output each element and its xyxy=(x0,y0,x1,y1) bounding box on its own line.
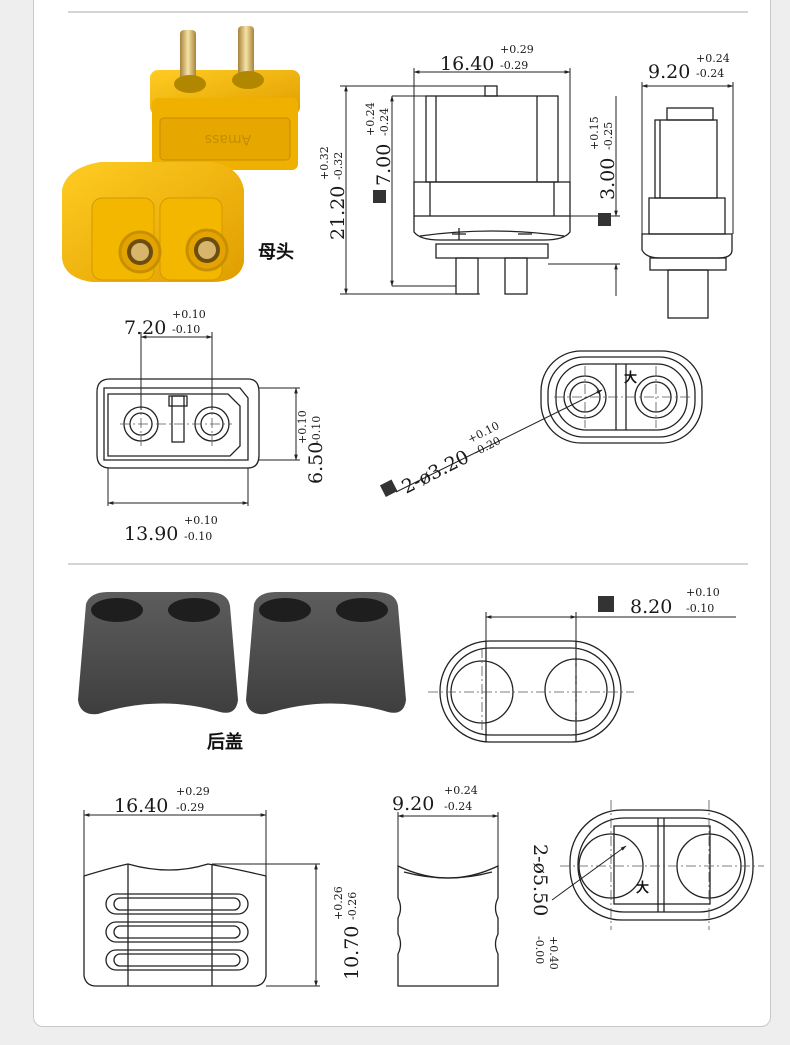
cover-side-view xyxy=(397,864,499,987)
female-top-step-tol-plus: +0.15 xyxy=(588,116,601,150)
cover-side-width-tol-minus: -0.24 xyxy=(444,800,472,813)
cover-hole-view xyxy=(569,809,754,921)
square-marker xyxy=(598,596,614,612)
female-label: 母头 xyxy=(258,242,294,263)
cover-photo xyxy=(78,592,406,715)
square-marker xyxy=(379,479,398,497)
female-front-width-tol-minus: -0.10 xyxy=(184,530,212,543)
female-top-step-dim: 3.00 +0.15 -0.25 xyxy=(588,116,619,200)
cover-front-height-dim: 10.70 +0.26 -0.26 xyxy=(332,886,363,980)
female-top-view xyxy=(413,85,571,295)
female-front-height-value: 6.50 xyxy=(305,442,327,484)
cover-side-width-tol-plus: +0.24 xyxy=(444,784,478,797)
female-front-height-dim: 6.50 +0.10 -0.10 xyxy=(296,410,327,484)
female-top-width-value: 16.40 xyxy=(440,53,494,75)
female-front-pitch-tol-plus: +0.10 xyxy=(172,308,206,321)
cover-end-width-value: 8.20 xyxy=(630,596,672,618)
cover-side-width-value: 9.20 xyxy=(392,793,434,815)
female-hole-centerlines xyxy=(554,366,690,428)
female-top-width-tol-minus: -0.29 xyxy=(500,59,528,72)
female-top-step-tol-minus: -0.25 xyxy=(602,122,615,150)
female-front-pitch-value: 7.20 xyxy=(124,317,166,339)
cover-front-height-tol-minus: -0.26 xyxy=(346,892,359,920)
female-hole-leader xyxy=(395,389,603,493)
female-front-view xyxy=(96,378,260,469)
female-front-height-tol-minus: -0.10 xyxy=(310,416,323,444)
female-top-body-tol-minus: -0.24 xyxy=(378,108,391,136)
cover-front-height-value: 10.70 xyxy=(341,926,363,980)
female-top-dims xyxy=(340,68,620,296)
female-side-width-tol-plus: +0.24 xyxy=(696,52,730,65)
female-top-height-tol-minus: -0.32 xyxy=(332,152,345,180)
female-top-height-value: 21.20 xyxy=(327,186,349,240)
female-hole-mark: 大 xyxy=(624,370,637,386)
female-side-dims xyxy=(641,82,734,234)
female-front-pitch-tol-minus: -0.10 xyxy=(172,323,200,336)
cover-hole-mark: 大 xyxy=(636,880,649,896)
cover-hole-leader xyxy=(551,845,627,901)
female-front-width-tol-plus: +0.10 xyxy=(184,514,218,527)
cover-front-view xyxy=(83,863,267,987)
cover-hole-diameter-tol-plus: +0.40 xyxy=(547,936,560,970)
cover-end-width-tol-plus: +0.10 xyxy=(686,586,720,599)
female-side-view xyxy=(641,107,733,319)
female-front-height-tol-plus: +0.10 xyxy=(296,410,309,444)
cover-front-dims xyxy=(83,810,320,987)
cover-end-width-tol-minus: -0.10 xyxy=(686,602,714,615)
female-front-width-value: 13.90 xyxy=(124,523,178,545)
cover-end-dims xyxy=(485,612,736,641)
square-marker xyxy=(598,213,611,226)
female-hole-diameter-dim: 2-ø3.20 +0.10 -0.20 xyxy=(398,419,503,498)
female-hole-diameter-value: 2-ø3.20 xyxy=(398,446,472,498)
cover-side-dims xyxy=(397,812,499,866)
cover-front-width-tol-minus: -0.29 xyxy=(176,801,204,814)
female-top-body-tol-plus: +0.24 xyxy=(364,102,377,136)
svg-text:Amass: Amass xyxy=(205,131,251,147)
female-side-width-value: 9.20 xyxy=(648,61,690,83)
female-top-body-dim: 7.00 +0.24 -0.24 xyxy=(364,102,395,186)
female-top-step-value: 3.00 xyxy=(597,158,619,200)
female-top-width-tol-plus: +0.29 xyxy=(500,43,534,56)
cover-hole-diameter-value: 2-ø5.50 xyxy=(529,844,551,916)
cover-front-height-tol-plus: +0.26 xyxy=(332,886,345,920)
cover-end-centerlines xyxy=(428,648,634,736)
female-top-body-value: 7.00 xyxy=(373,144,395,186)
female-top-height-tol-plus: +0.32 xyxy=(318,146,331,180)
cover-end-view xyxy=(439,640,622,743)
cover-front-width-value: 16.40 xyxy=(114,795,168,817)
cover-hole-diameter-tol-minus: -0.00 xyxy=(533,936,546,964)
cover-front-width-tol-plus: +0.29 xyxy=(176,785,210,798)
square-marker xyxy=(373,190,386,203)
cover-label: 后盖 xyxy=(207,731,243,753)
female-front-dims xyxy=(107,332,300,506)
female-side-width-tol-minus: -0.24 xyxy=(696,67,724,80)
cover-hole-diameter-dim: 2-ø5.50 +0.40 -0.00 xyxy=(529,844,560,970)
female-top-height-dim: 21.20 +0.32 -0.32 xyxy=(318,146,349,240)
cover-hole-centerlines xyxy=(560,800,764,930)
female-connector-photo: Amass xyxy=(62,26,300,282)
